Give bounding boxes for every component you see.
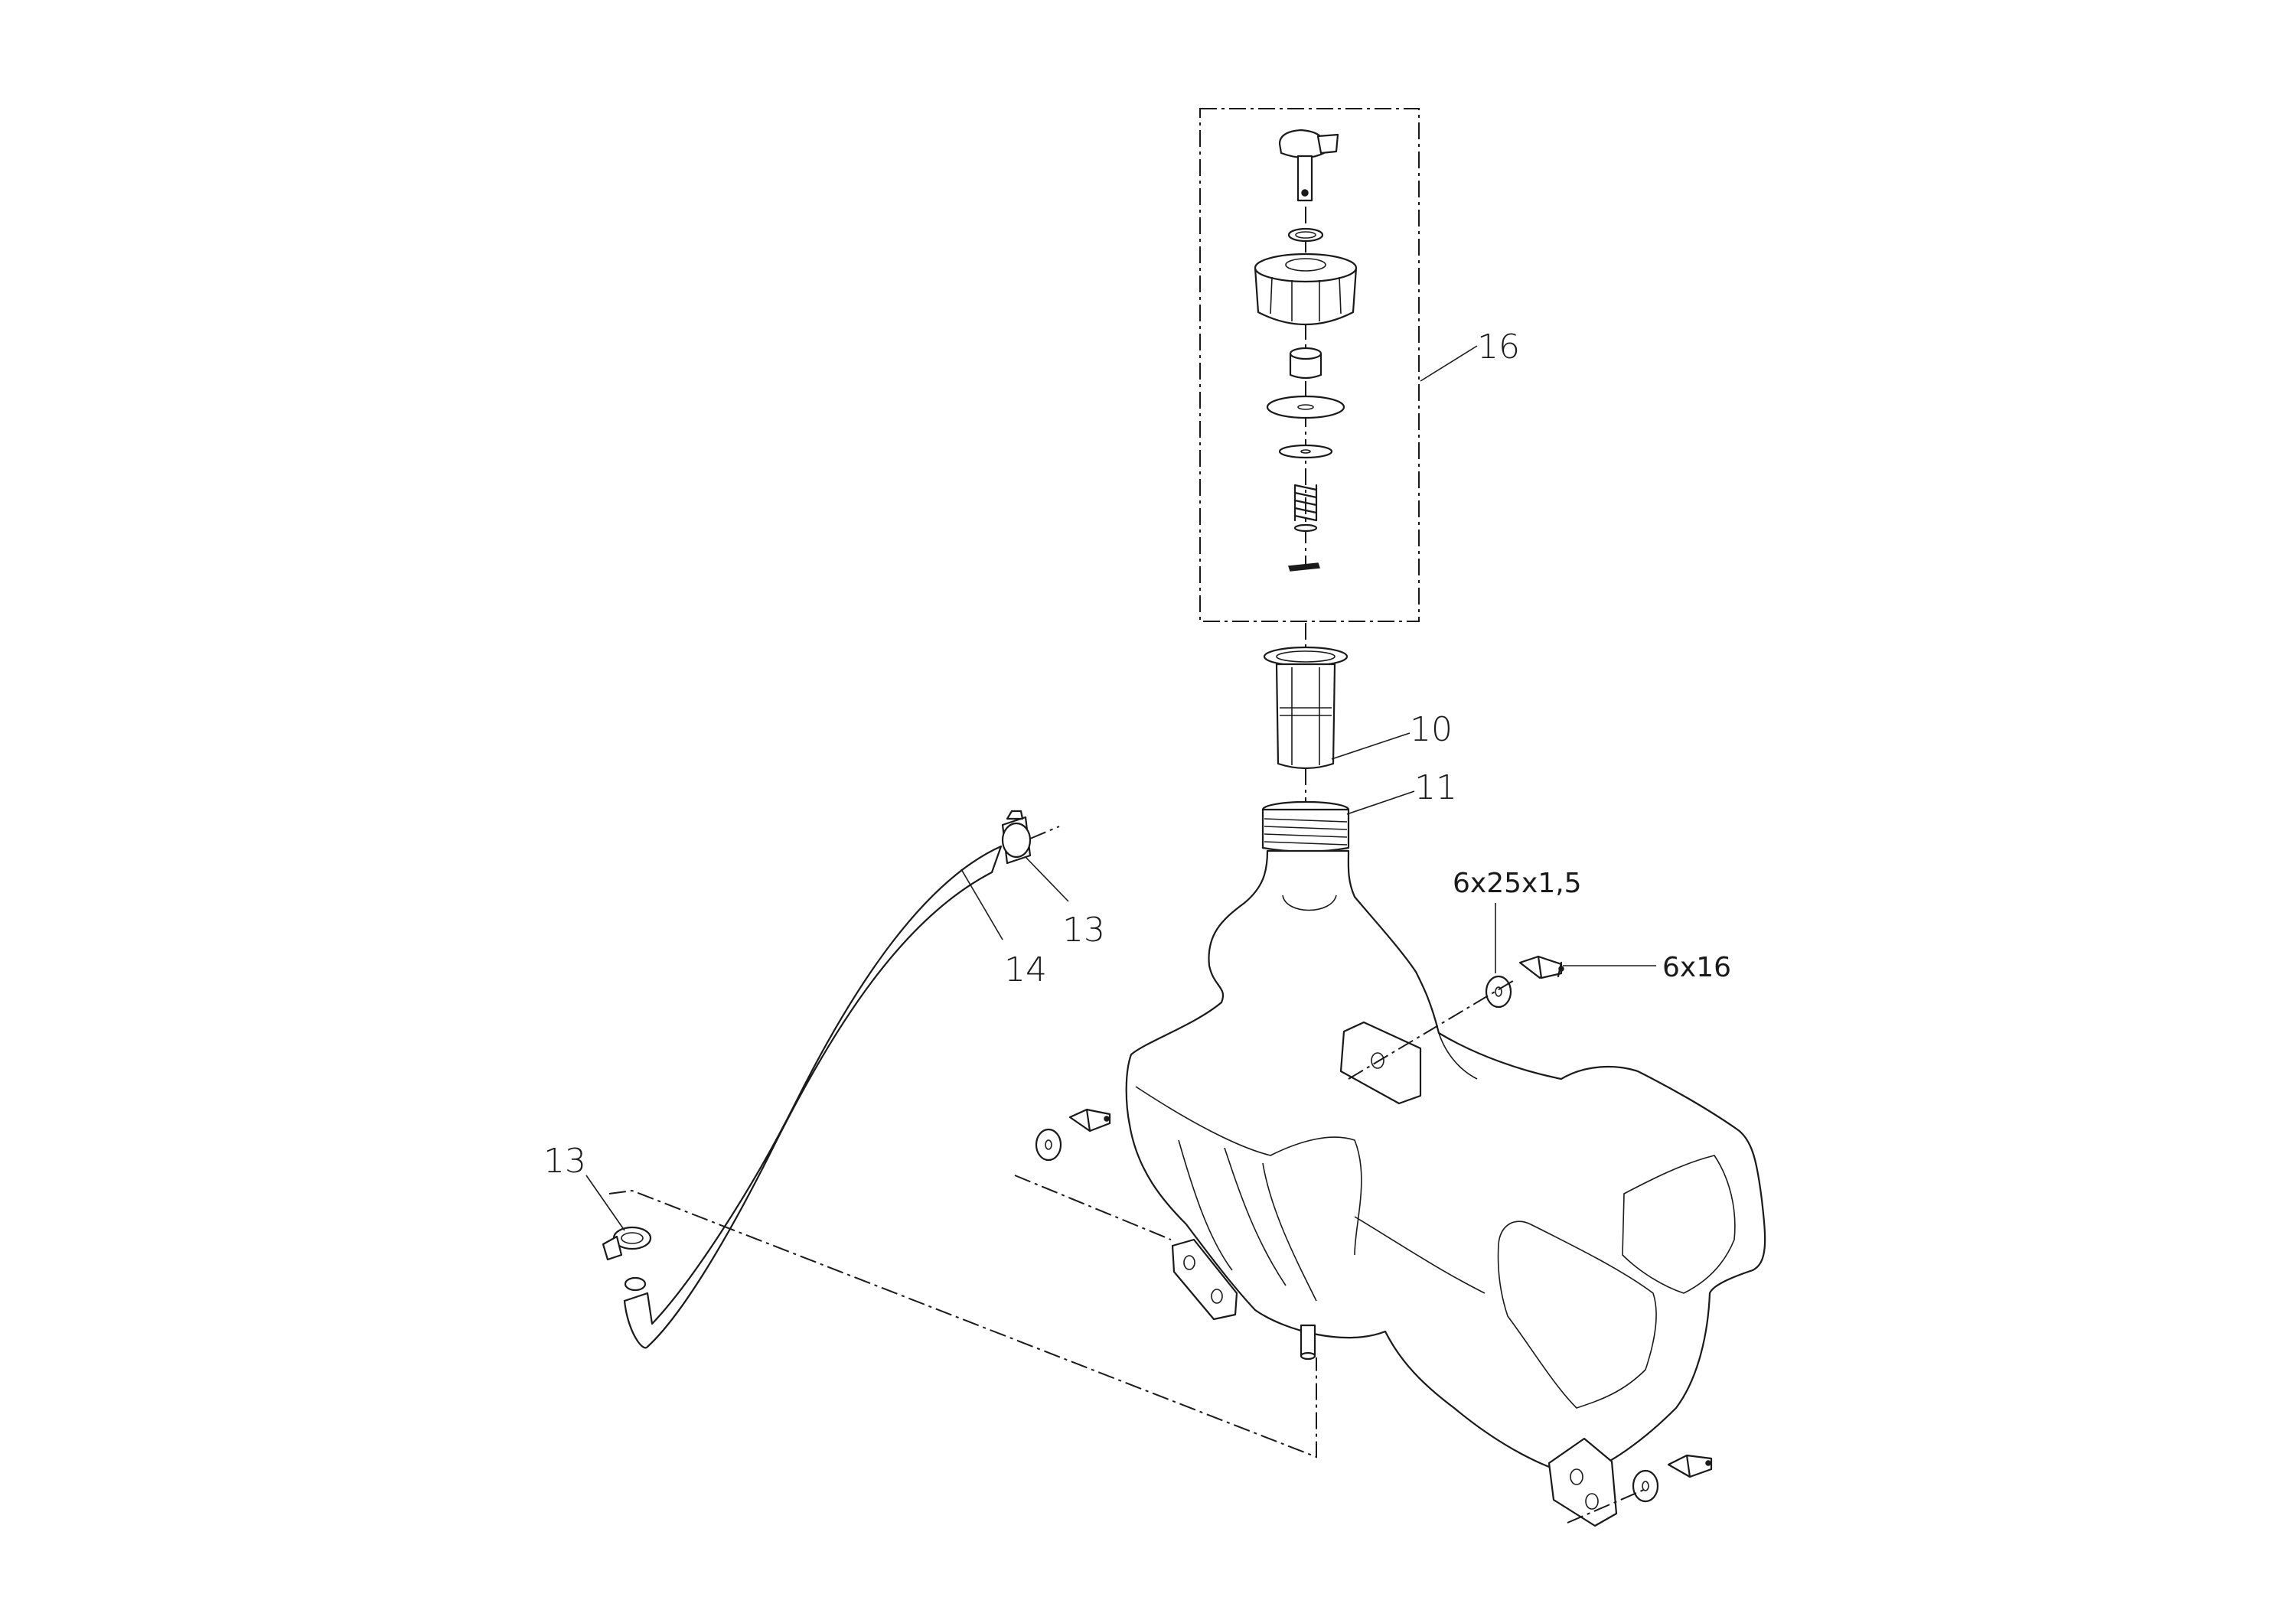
hose-clamp-lower <box>602 1226 652 1261</box>
callout-bolt-dim: 6x16 <box>1563 952 1731 983</box>
callout-10: 10 <box>1331 710 1453 760</box>
bolt-rear <box>1667 1454 1713 1478</box>
tank-mount-bracket-left <box>1171 1238 1238 1321</box>
tank-mount-bracket-rear <box>1548 1437 1618 1527</box>
tank-mount-bracket-upper <box>1339 1021 1422 1105</box>
callout-14-label: 14 <box>1004 950 1047 989</box>
tank-outlet-nipple <box>1300 1324 1316 1361</box>
washer-6x25-upper <box>1485 975 1512 1009</box>
hose-clamp-upper <box>1001 810 1032 865</box>
fuel-cap <box>1254 253 1358 326</box>
breather-hose <box>623 845 1003 1349</box>
callout-13-upper: 13 <box>1025 856 1105 950</box>
callout-13-upper-label: 13 <box>1062 911 1105 950</box>
rear-bolt-axis <box>1567 1488 1646 1524</box>
cap-gasket <box>1266 395 1345 419</box>
callout-14: 14 <box>960 869 1047 989</box>
callout-16-label: 16 <box>1477 328 1520 367</box>
callout-13-lower: 13 <box>543 1142 625 1231</box>
fuel-tank <box>1125 849 1766 1477</box>
callout-washer-dim: 6x25x1,5 <box>1453 868 1582 973</box>
cap-pin <box>1287 562 1321 572</box>
cap-o-ring <box>1287 227 1324 243</box>
cap-retainer <box>1293 523 1318 533</box>
filler-neck-thread <box>1261 800 1350 853</box>
callout-11-label: 11 <box>1414 768 1457 807</box>
washer-left <box>1035 1128 1062 1162</box>
hose-clamp-upper-axis <box>1029 826 1060 839</box>
callout-bolt-dim-label: 6x16 <box>1662 952 1731 983</box>
cap-assembly-box <box>1199 108 1420 622</box>
upper-bolt-axis <box>1348 979 1516 1080</box>
cap-spacer <box>1289 347 1322 380</box>
callout-16: 16 <box>1420 328 1520 382</box>
bolt-6x16-upper <box>1518 955 1564 979</box>
hose-routing-line <box>608 1189 1317 1458</box>
fuel-strainer <box>1263 646 1349 770</box>
washer-rear <box>1632 1469 1659 1503</box>
callout-13-lower-label: 13 <box>543 1142 586 1181</box>
left-bolt-axis <box>1014 1175 1172 1240</box>
bolt-left <box>1068 1108 1111 1133</box>
callout-11: 11 <box>1346 768 1457 815</box>
cap-spring <box>1293 484 1318 522</box>
cap-lock-knob <box>1278 129 1339 202</box>
callout-washer-dim-label: 6x25x1,5 <box>1453 868 1582 899</box>
cap-washer <box>1278 444 1333 459</box>
callout-10-label: 10 <box>1410 710 1453 749</box>
